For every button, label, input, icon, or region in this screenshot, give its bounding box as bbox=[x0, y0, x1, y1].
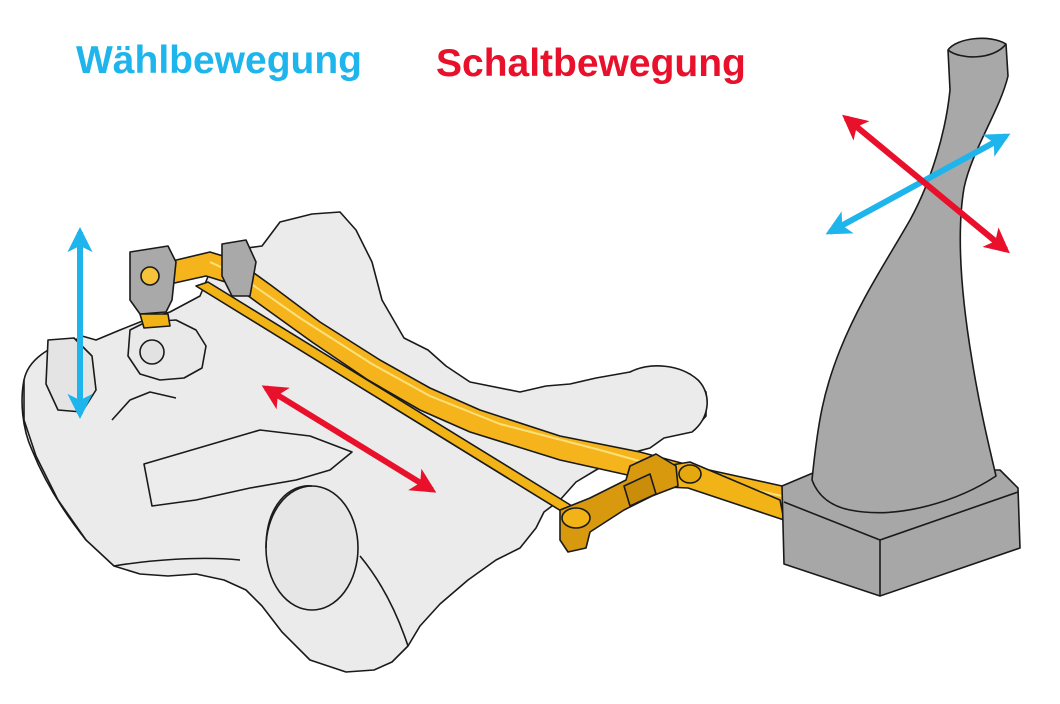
gear-shifter bbox=[781, 37, 1021, 597]
shift-movement-arrows bbox=[261, 114, 1010, 493]
shift-movement-label: Schaltbewegung bbox=[436, 42, 746, 85]
shift-arrow-gearbox bbox=[261, 385, 437, 493]
select-movement-label: Wählbewegung bbox=[76, 39, 362, 82]
shift-arrow-shifter bbox=[842, 114, 1010, 254]
gearbox-housing bbox=[21, 211, 708, 673]
